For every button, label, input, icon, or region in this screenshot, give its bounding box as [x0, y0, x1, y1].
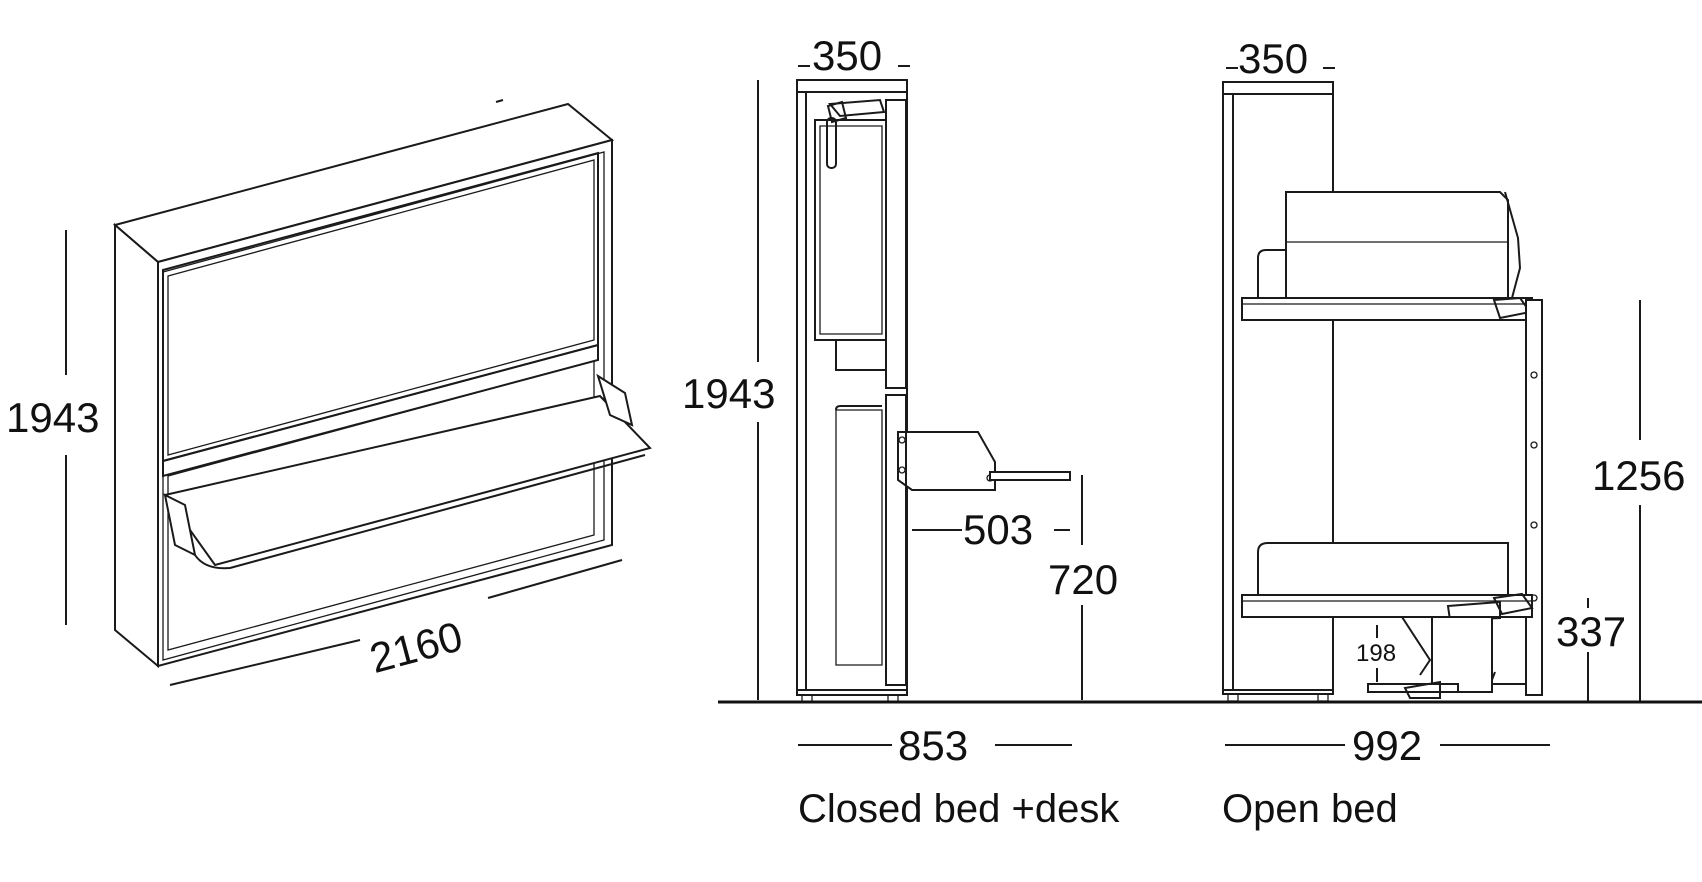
iso-width-label: 2160 — [365, 612, 467, 682]
closed-caption: Closed bed +desk — [798, 787, 1120, 831]
open-depth-label: 350 — [1238, 35, 1308, 82]
desk-depth-label: 503 — [963, 506, 1033, 553]
closed-total-dimension: 853 — [798, 722, 1072, 769]
open-upper-height-label: 1256 — [1592, 452, 1685, 499]
open-caption: Open bed — [1222, 787, 1398, 831]
open-small-label: 198 — [1356, 640, 1396, 667]
closed-depth-label: 350 — [812, 32, 882, 79]
closed-total-depth-label: 853 — [898, 722, 968, 769]
open-total-dimension: 992 — [1225, 722, 1550, 769]
isometric-view: 1943 2160 — [6, 99, 652, 686]
open-side-view: 350 19 — [1222, 35, 1685, 702]
desk-height-label: 720 — [1048, 556, 1118, 603]
closed-height-label: 1943 — [682, 370, 775, 417]
iso-height-label: 1943 — [6, 394, 99, 441]
closed-side-view: 350 1943 503 — [682, 32, 1118, 703]
open-total-depth-label: 992 — [1352, 722, 1422, 769]
open-lower-height-label: 337 — [1556, 608, 1626, 655]
